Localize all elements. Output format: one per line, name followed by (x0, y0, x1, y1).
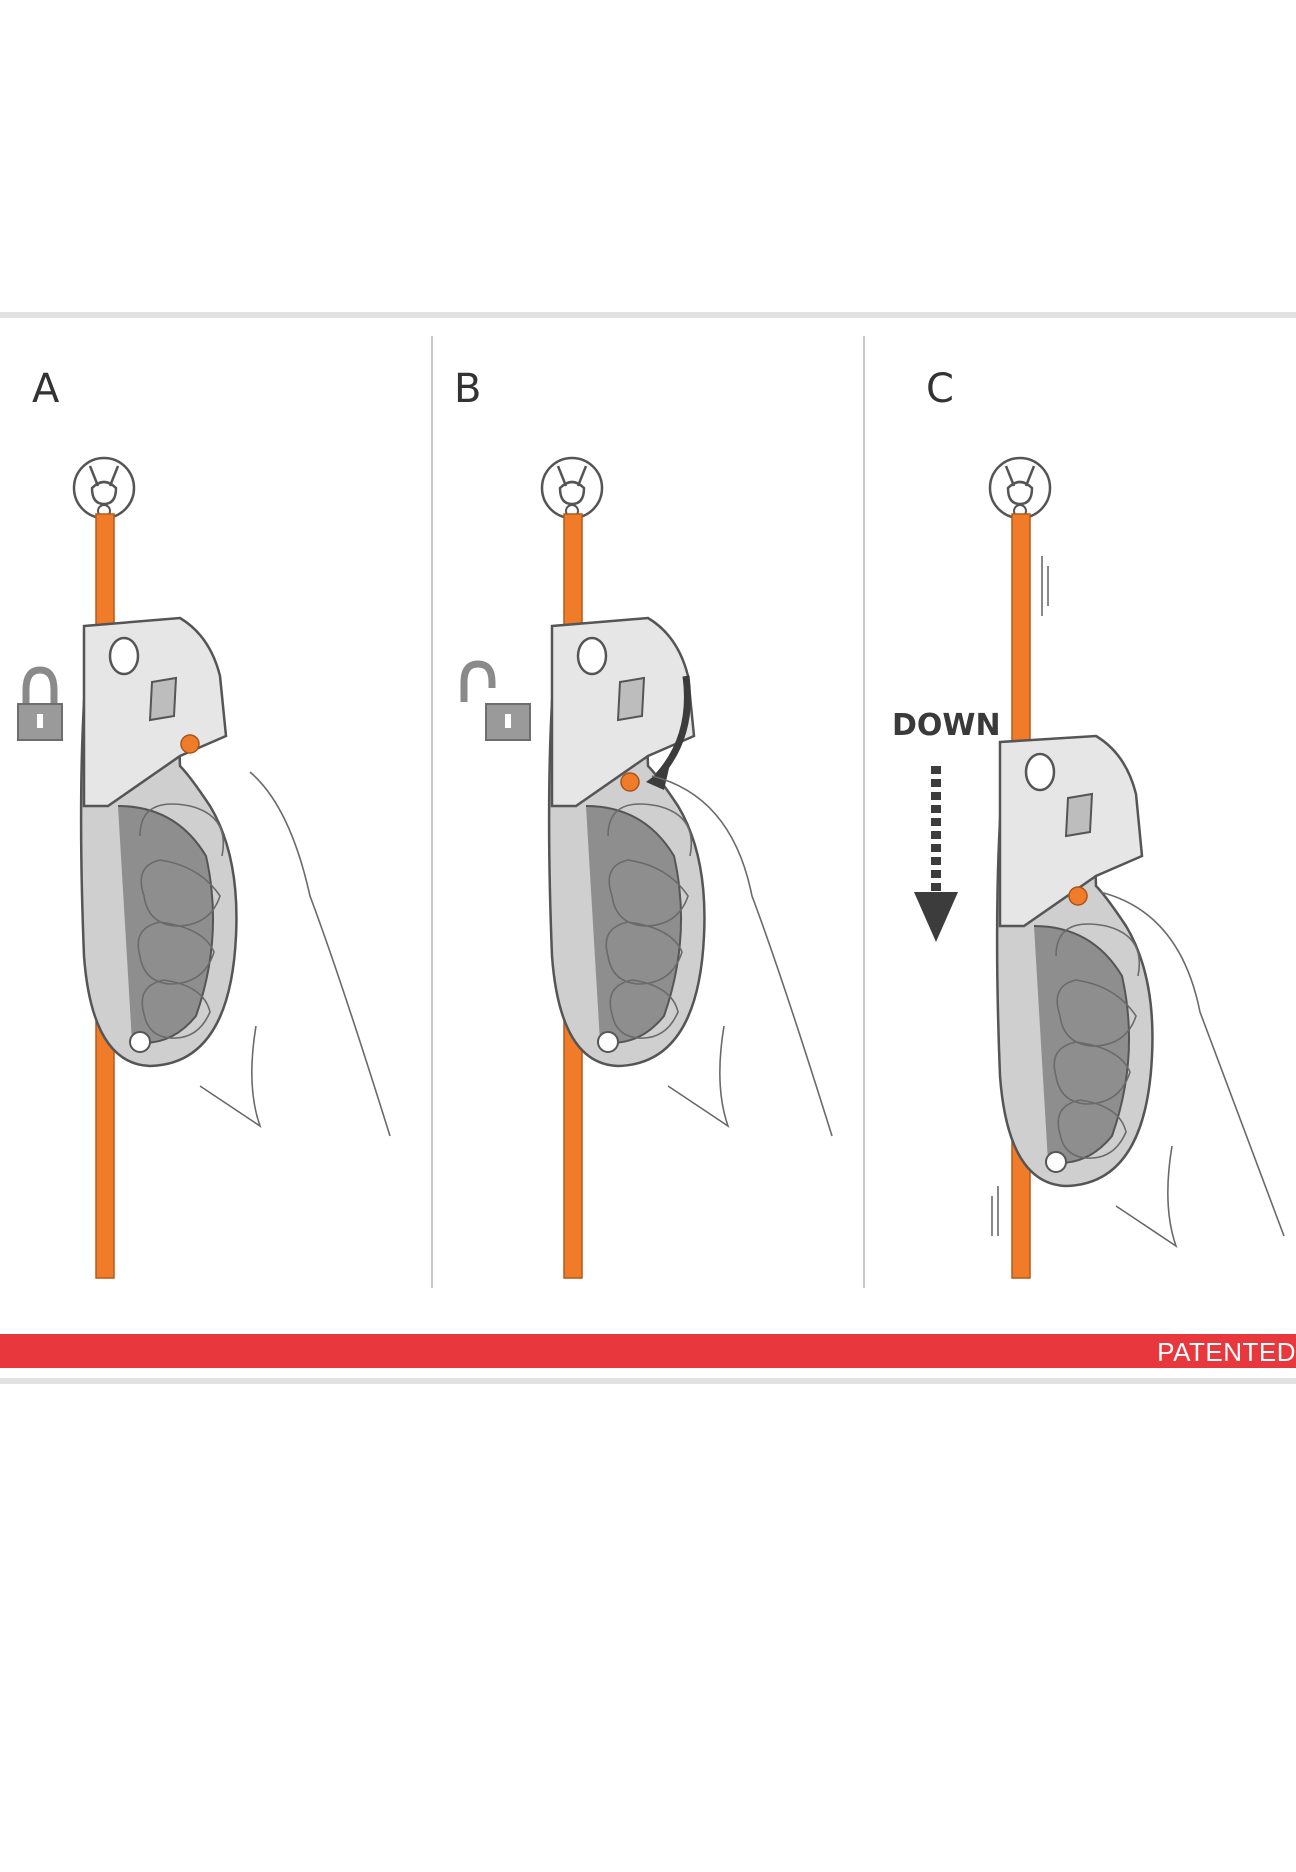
direction-label-down: DOWN (892, 708, 1001, 743)
motion-lines (991, 556, 1049, 1236)
panel-divider (431, 336, 433, 1288)
patented-label: PATENTED (1157, 1337, 1296, 1367)
panel-letter-b: B (454, 366, 482, 412)
panel-b-illustration (460, 456, 833, 1279)
anchor-icon (988, 456, 1052, 520)
panel-a-illustration (17, 456, 391, 1279)
panel-a: A (0, 336, 432, 1288)
bottom-rule (0, 1378, 1296, 1384)
panel-divider (863, 336, 865, 1288)
panel-c: C DOWN (864, 336, 1296, 1288)
patented-band: PATENTED (0, 1334, 1296, 1368)
panel-letter-c: C (926, 366, 954, 412)
panel-b: B (432, 336, 864, 1288)
anchor-icon (540, 456, 604, 520)
top-rule (0, 312, 1296, 318)
hand (137, 771, 391, 1137)
hand (1053, 891, 1285, 1248)
anchor-icon (72, 456, 136, 520)
hand (605, 775, 833, 1137)
padlock-closed-icon (17, 666, 63, 741)
panel-letter-a: A (32, 366, 60, 412)
padlock-open-icon (460, 660, 531, 741)
panel-c-illustration (914, 456, 1285, 1279)
dashed-arrow-down-icon (914, 766, 958, 942)
